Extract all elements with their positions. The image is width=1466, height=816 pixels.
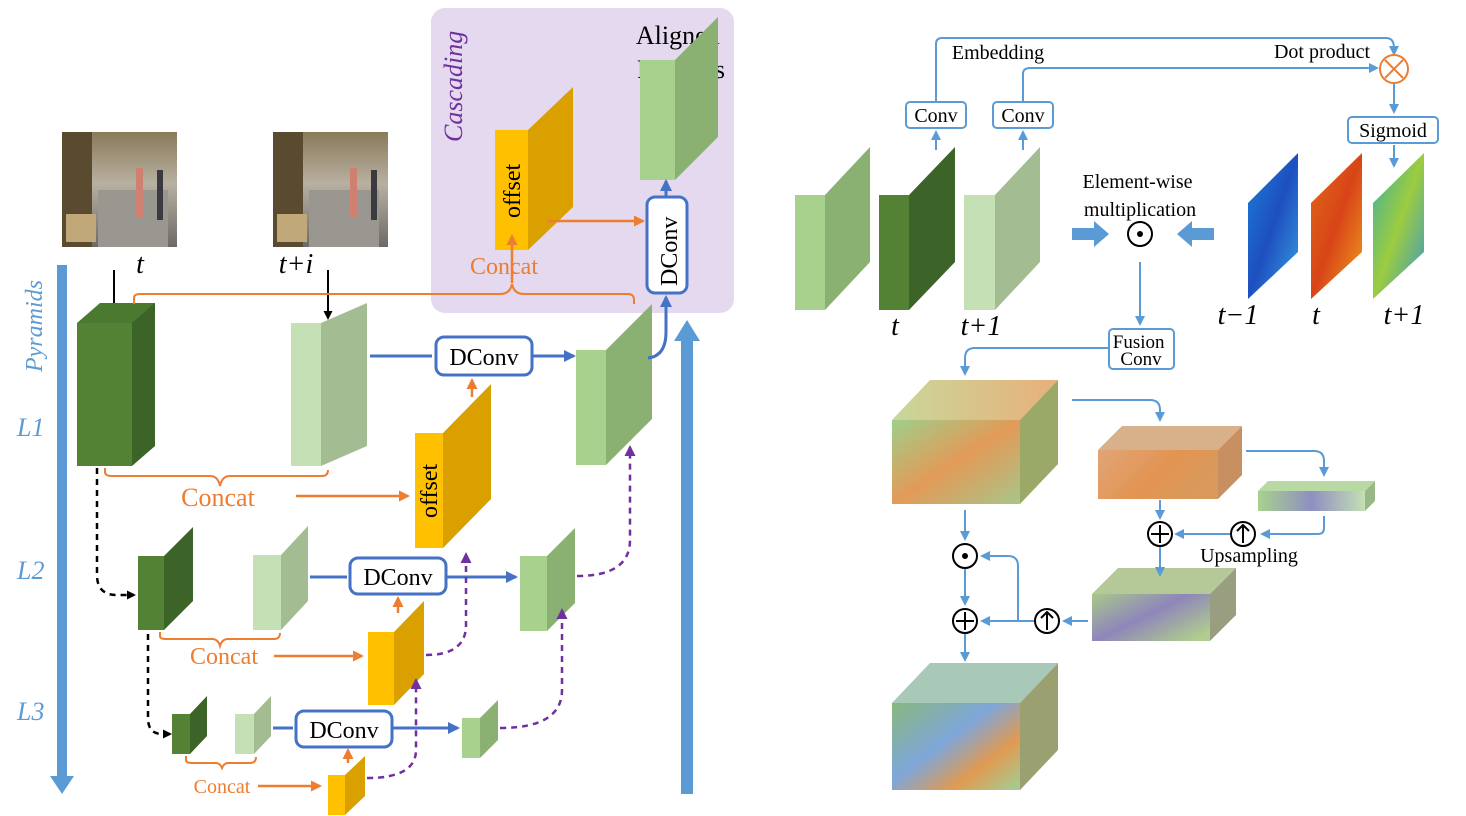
embedding-conv-label-t: Conv [914,105,957,127]
l3-dconv-label: DConv [309,718,378,744]
mult-icon-lower [952,543,978,569]
block2-to-block3-arrow [1246,450,1329,477]
l3-feature-t-plus-i [235,696,271,754]
embedding-line-t-plus-1 [1022,63,1379,102]
pyramids-axis-arrowhead [50,776,74,794]
embedding-label: Embedding [952,42,1044,64]
l1-offset-label: offset [417,463,443,518]
l3-concat-label: Concat [194,776,251,798]
attention-map-t-minus-1 [1248,153,1298,299]
l2-offset-to-l1-offset-arrow [425,552,472,657]
elementwise-label: Element-wise multiplication [1083,171,1198,221]
cascading-dconv-box [645,195,689,295]
l1-concat-label: Concat [181,483,255,512]
aligned-features-block [640,17,718,180]
l2-dconv-label: DConv [363,565,432,591]
l3-offset-block [328,756,365,815]
cascading-offset-label: offset [500,163,526,218]
l2-to-l3-down-arrow [146,634,172,739]
tsa-feature-label-t-plus-1: t+1 [961,311,1002,342]
upsample-branch-to-mult-arrow [980,551,1019,621]
frame-label-t: t [136,249,145,280]
l3-aligned-block [462,700,498,758]
embedding-line-t [935,37,1399,102]
l2-concat-brace [159,632,281,650]
features-to-mult-arrow [1072,221,1109,247]
l1-feature-t-plus-i [291,303,367,466]
attention-map-t-plus-1 [1373,153,1424,299]
level-label-l2: L2 [16,556,44,585]
level-label-l3: L3 [16,697,44,726]
l1-dconv-label: DConv [449,345,518,371]
upsample-icon-lower [1034,608,1060,634]
l2-feature-t-plus-i [253,526,308,630]
cascading-dconv-label: DConv [657,217,683,286]
tsa-feature-label-t: t [891,311,900,342]
l2-feature-t [138,527,193,630]
l3-feature-t [172,696,207,754]
dot-product-label: Dot product [1274,41,1371,63]
fused-feature-block-2 [1098,426,1242,499]
fusion-conv-label: Fusion Conv [1113,332,1170,370]
l1-aligned-block [576,304,652,465]
l3-concat-brace [185,756,257,771]
map-label-t-minus-1: t−1 [1218,300,1259,331]
frame-t-image [62,132,177,247]
l1-feature-t [77,303,155,466]
l2-aligned-to-l1-aligned-arrow [576,445,636,578]
l1-concat-brace [104,468,329,487]
maps-to-mult-arrow [1177,221,1214,247]
pyramids-label: Pyramids [22,280,48,373]
cascading-offset-block [495,87,573,250]
block3-to-upsample-line [1260,516,1325,539]
block1-to-block2-arrow [1072,399,1165,422]
add-icon-lower [952,608,978,634]
upsampling-label: Upsampling [1200,545,1298,567]
l3-aligned-to-l2-aligned-arrow [499,608,568,730]
fused-feature-block-3 [1258,481,1375,511]
cascading-concat-label: Concat [470,254,538,280]
tsa-feature-t [879,147,955,310]
cascading-concat-brace [133,283,635,304]
l2-aligned-block [520,528,575,631]
cascading-label: Cascading [439,31,468,142]
l1-to-cascading-dconv-arrow [647,295,672,360]
tsa-feature-t-plus-1 [964,147,1040,310]
add-icon-upper [1147,521,1173,547]
sigmoid-box [1347,116,1439,144]
map-label-t: t [1312,300,1321,331]
l1-offset-block [415,384,491,548]
cascading-up-arrowhead [674,320,700,341]
fused-feature-block-1 [892,380,1058,504]
level-label-l1: L1 [16,413,44,442]
pyramids-axis-bar [57,265,67,780]
upsample-icon-upper [1230,521,1256,547]
fused-feature-block-output [892,663,1058,790]
dot-product-icon [1379,54,1409,84]
fused-feature-block-4 [1092,568,1236,641]
cascading-up-bar [681,340,693,794]
elementwise-mult-icon [1127,221,1153,247]
embedding-conv-label-t-plus-1: Conv [1001,105,1044,127]
frame-t-plus-i-image [273,132,388,247]
l1-to-l2-down-arrow [95,468,136,600]
frame-label-t-plus-i: t+i [279,249,313,280]
tsa-feature-t-minus-1 [795,147,870,310]
fusion-to-feature-arrow [960,347,1109,376]
l2-concat-label: Concat [190,644,258,670]
map-label-t-plus-1: t+1 [1384,300,1425,331]
attention-map-t [1311,153,1362,299]
sigmoid-label: Sigmoid [1359,120,1427,142]
